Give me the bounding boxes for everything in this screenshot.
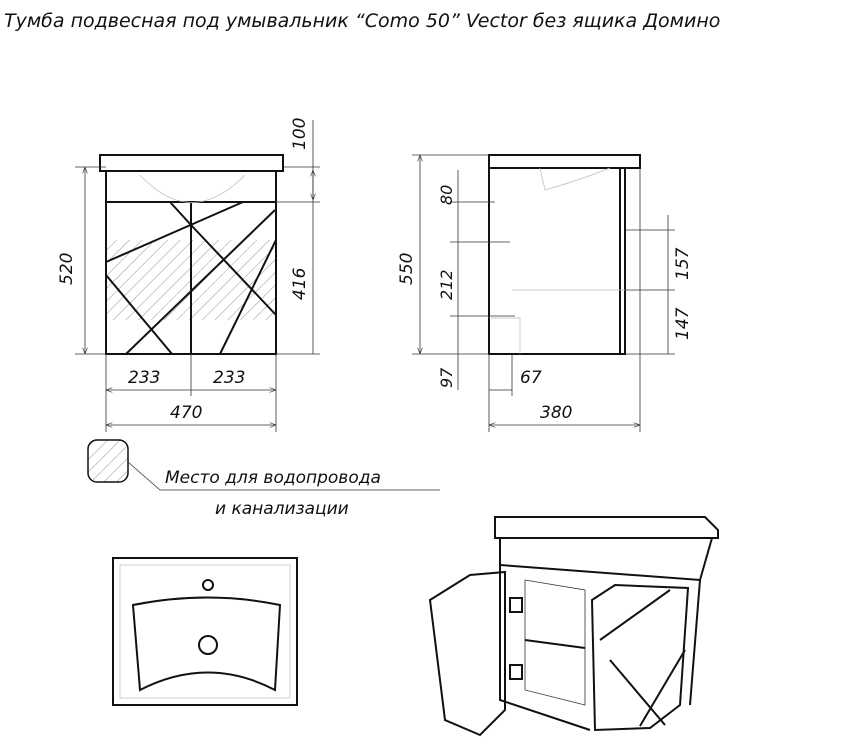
dim-233-right: 233 xyxy=(213,368,245,388)
dim-520: 520 xyxy=(57,253,77,285)
dim-416: 416 xyxy=(290,267,310,300)
dim-147: 147 xyxy=(673,307,693,340)
dim-157: 157 xyxy=(673,247,693,280)
legend: Место для водопровода и канализации xyxy=(87,439,440,519)
legend-hatch-swatch xyxy=(87,439,129,483)
legend-line2: и канализации xyxy=(215,499,349,519)
dim-380: 380 xyxy=(540,403,572,423)
dim-100: 100 xyxy=(290,118,310,150)
side-view: 550 80 212 97 67 380 157 147 xyxy=(397,154,693,432)
closed-door xyxy=(590,583,690,732)
dim-550: 550 xyxy=(397,253,417,285)
dim-470: 470 xyxy=(170,403,202,423)
sink-bowl xyxy=(131,596,282,692)
dim-67: 67 xyxy=(520,368,542,388)
open-door xyxy=(428,570,506,737)
legend-line1: Место для водопровода xyxy=(165,468,381,488)
top-view xyxy=(112,557,298,706)
dim-212: 212 xyxy=(437,269,456,300)
dim-97: 97 xyxy=(437,367,456,388)
front-view: 520 100 416 233 233 470 xyxy=(57,118,320,432)
dim-233-left: 233 xyxy=(128,368,160,388)
dim-80: 80 xyxy=(437,185,456,205)
cabinet-side xyxy=(488,167,626,355)
countertop xyxy=(99,154,284,172)
drawing-title: Тумба подвесная под умывальник “Como 50”… xyxy=(4,10,720,32)
isometric-view xyxy=(428,516,719,737)
